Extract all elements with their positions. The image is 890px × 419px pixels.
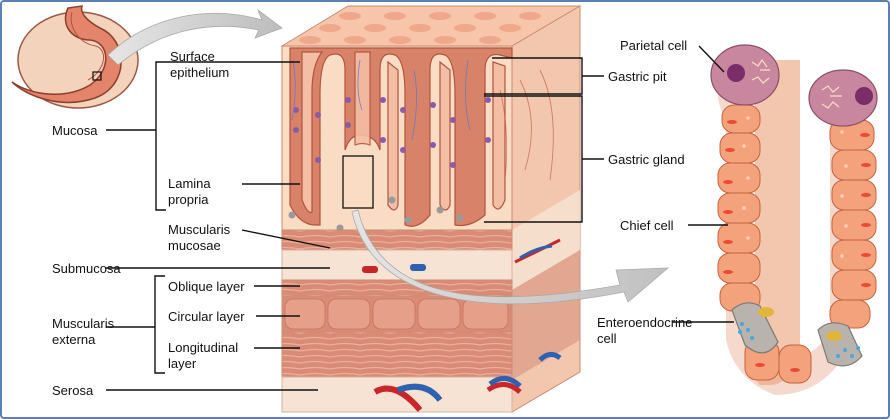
tissue-block — [280, 5, 582, 413]
gland-inset-box — [342, 155, 374, 209]
leader-lines-right — [484, 45, 734, 323]
zoom-arrow-top — [107, 8, 283, 66]
zoom-arrow-gland — [351, 209, 670, 305]
label-oblique-layer: Oblique layer — [168, 279, 245, 294]
label-submucosa: Submucosa — [52, 261, 121, 276]
label-parietal-cell: Parietal cell — [620, 38, 687, 53]
label-chief-cell: Chief cell — [620, 218, 674, 233]
label-gastric-pit: Gastric pit — [608, 69, 667, 84]
label-serosa: Serosa — [52, 383, 94, 398]
stomach-thumbnail — [11, 5, 139, 109]
enteroendocrine-cells — [731, 302, 863, 367]
sample-region-box — [92, 71, 102, 81]
leader-lines-left — [106, 61, 331, 391]
parietal-cells — [710, 44, 878, 127]
label-circular-layer: Circular layer — [168, 309, 245, 324]
label-gastric-gland: Gastric gland — [608, 152, 685, 167]
label-mucosa: Mucosa — [52, 123, 98, 138]
gastric-gland-detail — [710, 44, 878, 395]
